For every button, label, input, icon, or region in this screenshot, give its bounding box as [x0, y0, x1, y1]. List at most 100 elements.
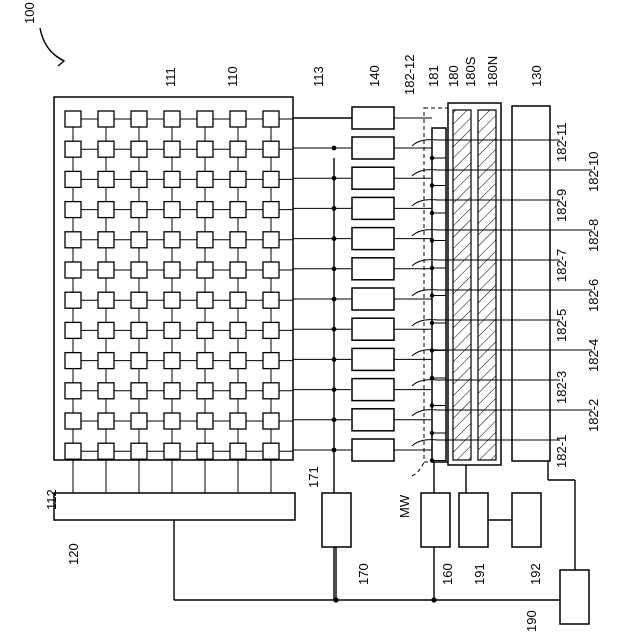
memory-cell [65, 111, 81, 127]
label-140: 140 [367, 65, 382, 87]
pole-180N [478, 110, 496, 460]
memory-cell [131, 353, 147, 369]
memory-cell [197, 111, 213, 127]
wire-node [430, 348, 434, 352]
memory-cell [164, 292, 180, 308]
memory-cell [230, 292, 246, 308]
memory-cell [98, 171, 114, 187]
memory-cell [197, 141, 213, 157]
memory-cell [164, 202, 180, 218]
wire-node [430, 183, 434, 187]
memory-cell [197, 443, 213, 459]
memory-cell [131, 141, 147, 157]
label-170: 170 [356, 563, 371, 585]
row-driver-box [352, 258, 394, 280]
label-190: 190 [524, 610, 539, 632]
memory-cell [197, 262, 213, 278]
memory-cell [65, 292, 81, 308]
memory-cell [131, 443, 147, 459]
memory-cell [98, 202, 114, 218]
figure-number-arrow [40, 28, 64, 66]
wire-node [430, 238, 434, 242]
ctrl-190 [560, 570, 589, 624]
label-segment: 182-6 [586, 279, 601, 312]
label-192: 192 [528, 563, 543, 585]
memory-cell [230, 111, 246, 127]
label-segment: 182-4 [586, 339, 601, 372]
label-segment: 182-9 [554, 189, 569, 222]
memory-cell [65, 171, 81, 187]
side-unit-130 [512, 106, 550, 461]
memory-cell [263, 443, 279, 459]
mw-pointer [412, 462, 424, 476]
label-180N: 180N [485, 56, 500, 87]
label-segment: 182-2 [586, 399, 601, 432]
memory-cell [230, 171, 246, 187]
memory-cell [164, 353, 180, 369]
row-driver-box [352, 288, 394, 310]
label-112: 112 [44, 489, 59, 510]
memory-cell [164, 383, 180, 399]
ctrl-192 [512, 493, 541, 547]
memory-cell [263, 262, 279, 278]
memory-cell [197, 292, 213, 308]
row-driver-stack [293, 107, 432, 461]
junction-160 [431, 597, 436, 602]
label-171: 171 [306, 466, 321, 488]
memory-cell [164, 443, 180, 459]
col-driver-120 [54, 493, 295, 520]
wire-node [430, 156, 434, 160]
label-segment: 182-10 [586, 152, 601, 192]
memory-cell [230, 141, 246, 157]
memory-cell [131, 383, 147, 399]
interconnects [174, 520, 560, 600]
row-driver-box [352, 197, 394, 219]
memory-cell [131, 292, 147, 308]
memory-cell [197, 383, 213, 399]
row-driver-box [352, 409, 394, 431]
label-160: 160 [440, 563, 455, 585]
memory-cell [98, 232, 114, 248]
memory-cell [131, 171, 147, 187]
row-junction-left [332, 146, 337, 151]
wire-node [430, 321, 434, 325]
row-driver-box [352, 348, 394, 370]
memory-cell [65, 141, 81, 157]
label-182-12: 182-12 [402, 55, 417, 95]
figure-number: 100 [22, 2, 37, 24]
memory-cell [98, 262, 114, 278]
memory-cell [197, 232, 213, 248]
memory-cell [131, 262, 147, 278]
memory-cell [65, 322, 81, 338]
pole-180S [453, 110, 471, 460]
label-180: 180 [446, 65, 461, 87]
memory-cell [263, 383, 279, 399]
memory-cell [263, 171, 279, 187]
memory-cell [65, 202, 81, 218]
label-110: 110 [225, 66, 240, 87]
memory-cell [98, 353, 114, 369]
label-mw: MW [397, 494, 412, 518]
row-driver-box [352, 167, 394, 189]
label-segment: 182-8 [586, 219, 601, 252]
row-driver-box [352, 318, 394, 340]
memory-cell [230, 443, 246, 459]
memory-cell [263, 232, 279, 248]
memory-cell [164, 413, 180, 429]
ctrl-160 [421, 493, 450, 547]
memory-cell [263, 111, 279, 127]
memory-cell [164, 262, 180, 278]
wire-node [430, 211, 434, 215]
memory-cell [65, 413, 81, 429]
memory-cell [197, 202, 213, 218]
memory-cell [98, 443, 114, 459]
memory-cell [164, 322, 180, 338]
memory-cell [98, 322, 114, 338]
memory-cell [263, 413, 279, 429]
memory-cell [230, 413, 246, 429]
memory-cell [65, 353, 81, 369]
memory-cell [131, 322, 147, 338]
label-130: 130 [529, 65, 544, 87]
memory-cell [164, 171, 180, 187]
